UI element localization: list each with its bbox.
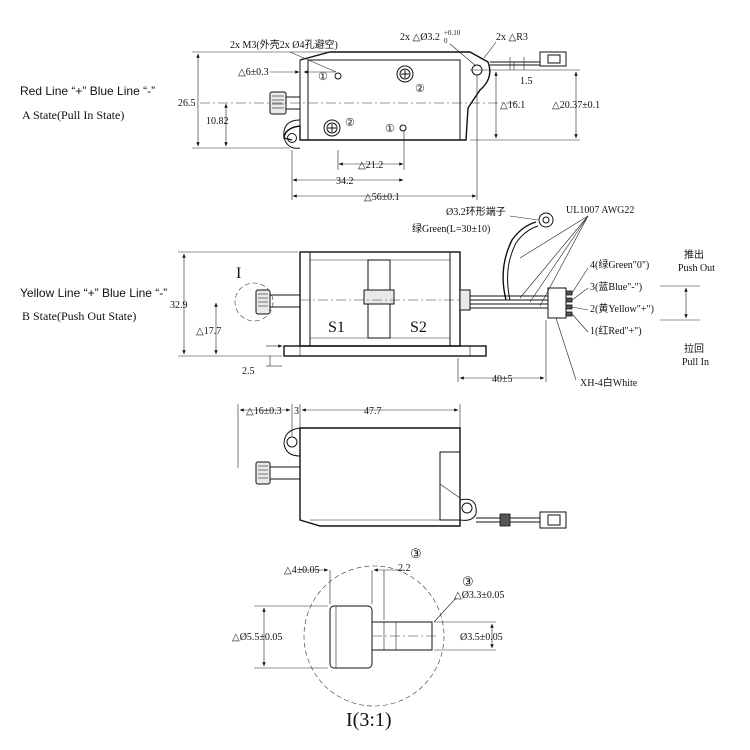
state-a-subtitle: A State(Pull In State) (22, 108, 124, 122)
screw-lower (323, 119, 341, 137)
top-view-frame (307, 59, 461, 141)
detail-I-label: I (236, 265, 241, 282)
dim-20-37: △20.37±0.1 (552, 100, 600, 111)
dim-2-5: 2.5 (242, 366, 255, 377)
bottom-body (299, 427, 461, 527)
label-ring-terminal: Ø3.2环形端子 (446, 205, 506, 218)
bottom-plunger (269, 466, 301, 480)
svg-text:0: 0 (444, 37, 448, 45)
pin-3-label: 3(蓝Blue"-") (590, 281, 642, 293)
mark-3: ③ (410, 546, 422, 561)
top-view-body (283, 51, 491, 141)
side-plunger-shaft (269, 294, 301, 308)
dim-6: △6±0.3 (238, 67, 269, 78)
dim-56: △56±0.1 (364, 192, 400, 203)
state-a-title: Red Line “+” Blue Line “-” (20, 84, 155, 98)
coil-s1: S1 (328, 319, 345, 336)
pull-in-en: Pull In (682, 357, 709, 368)
state-b-labels: Yellow Line “+” Blue Line “-” B State(Pu… (20, 286, 167, 323)
mark-3b: ③ (462, 574, 474, 589)
pull-in-cn: 拉回 (684, 342, 704, 355)
label-wire-spec: UL1007 AWG22 (566, 205, 634, 216)
coil-s2: S2 (410, 319, 427, 336)
mark-1: ① (318, 71, 328, 83)
dim-47-7: 47.7 (364, 406, 382, 417)
xh4-connector (547, 287, 567, 319)
mark-2b: ② (345, 117, 355, 129)
bottom-view: △16±0.3 3 47.7 (237, 404, 567, 529)
note-r3: 2x △R3 (496, 32, 528, 43)
push-out-en: Push Out (678, 263, 715, 274)
push-out-cn: 推出 (684, 248, 704, 261)
dim-1-5: 1.5 (520, 76, 533, 87)
green-lead (502, 221, 537, 301)
dim-16: △16±0.3 (246, 406, 282, 417)
dim-26-5: 26.5 (178, 98, 196, 109)
dim-40: 40±5 (492, 374, 513, 385)
dim-5-5: △Ø5.5±0.05 (232, 632, 282, 643)
screw-upper (396, 65, 414, 83)
dim-3-5: Ø3.5±0.05 (460, 632, 503, 643)
dim-17-7: △17.7 (196, 326, 221, 337)
top-view: ① ① ② ② 2x M3(外壳2x Ø4孔避空) 2x △Ø3.2 +0.10… (178, 29, 600, 203)
dim-32-9: 32.9 (170, 300, 188, 311)
dim-3: 3 (294, 406, 299, 417)
svg-text:+0.10: +0.10 (444, 29, 461, 37)
state-a-labels: Red Line “+” Blue Line “-” A State(Pull … (20, 84, 155, 122)
dim-10-82: 10.82 (206, 116, 229, 127)
hole-1b (399, 124, 407, 132)
dim-21-2: △21.2 (358, 160, 383, 171)
side-view: S1 S2 I Ø3.2环形端子 绿Green(L=30±10) UL1007 … (170, 205, 715, 389)
state-b-title: Yellow Line “+” Blue Line “-” (20, 286, 167, 300)
left-ear-hole (287, 133, 297, 143)
pin-4-label: 4(绿Green"0") (590, 258, 649, 271)
mark-1b: ① (385, 123, 395, 135)
dim-16-1: △16.1 (500, 100, 525, 111)
detail-circle (303, 565, 445, 707)
state-b-subtitle: B State(Push Out State) (22, 309, 136, 323)
note-hole: 2x △Ø3.2 (400, 32, 440, 43)
ring-terminal (538, 212, 554, 228)
base-plate (283, 345, 487, 357)
bottom-ear-hole-right (461, 502, 473, 514)
label-green-lead: 绿Green(L=30±10) (412, 222, 490, 235)
note-m3: 2x M3(外壳2x Ø4孔避空) (230, 38, 338, 51)
bottom-ear-hole (286, 436, 298, 448)
pin-2-label: 2(黄Yellow"+") (590, 302, 654, 315)
mark-2: ② (415, 83, 425, 95)
pin-1-label: 1(红Red"+") (590, 324, 642, 337)
hole-1 (334, 72, 342, 80)
detail-title: I(3:1) (346, 709, 392, 731)
dim-34-2: 34.2 (336, 176, 354, 187)
dim-2-2: 2.2 (398, 563, 411, 574)
dim-4: △4±0.05 (284, 565, 320, 576)
bottom-connector (539, 511, 567, 529)
connector-label: XH-4白White (580, 376, 638, 389)
top-connector (539, 51, 567, 67)
dim-3-3: △Ø3.3±0.05 (454, 590, 504, 601)
detail-view: △4±0.05 2.2 ③ ③ △Ø3.3±0.05 △Ø5.5±0.05 Ø3… (232, 546, 504, 731)
detail-circle-I (234, 282, 274, 322)
